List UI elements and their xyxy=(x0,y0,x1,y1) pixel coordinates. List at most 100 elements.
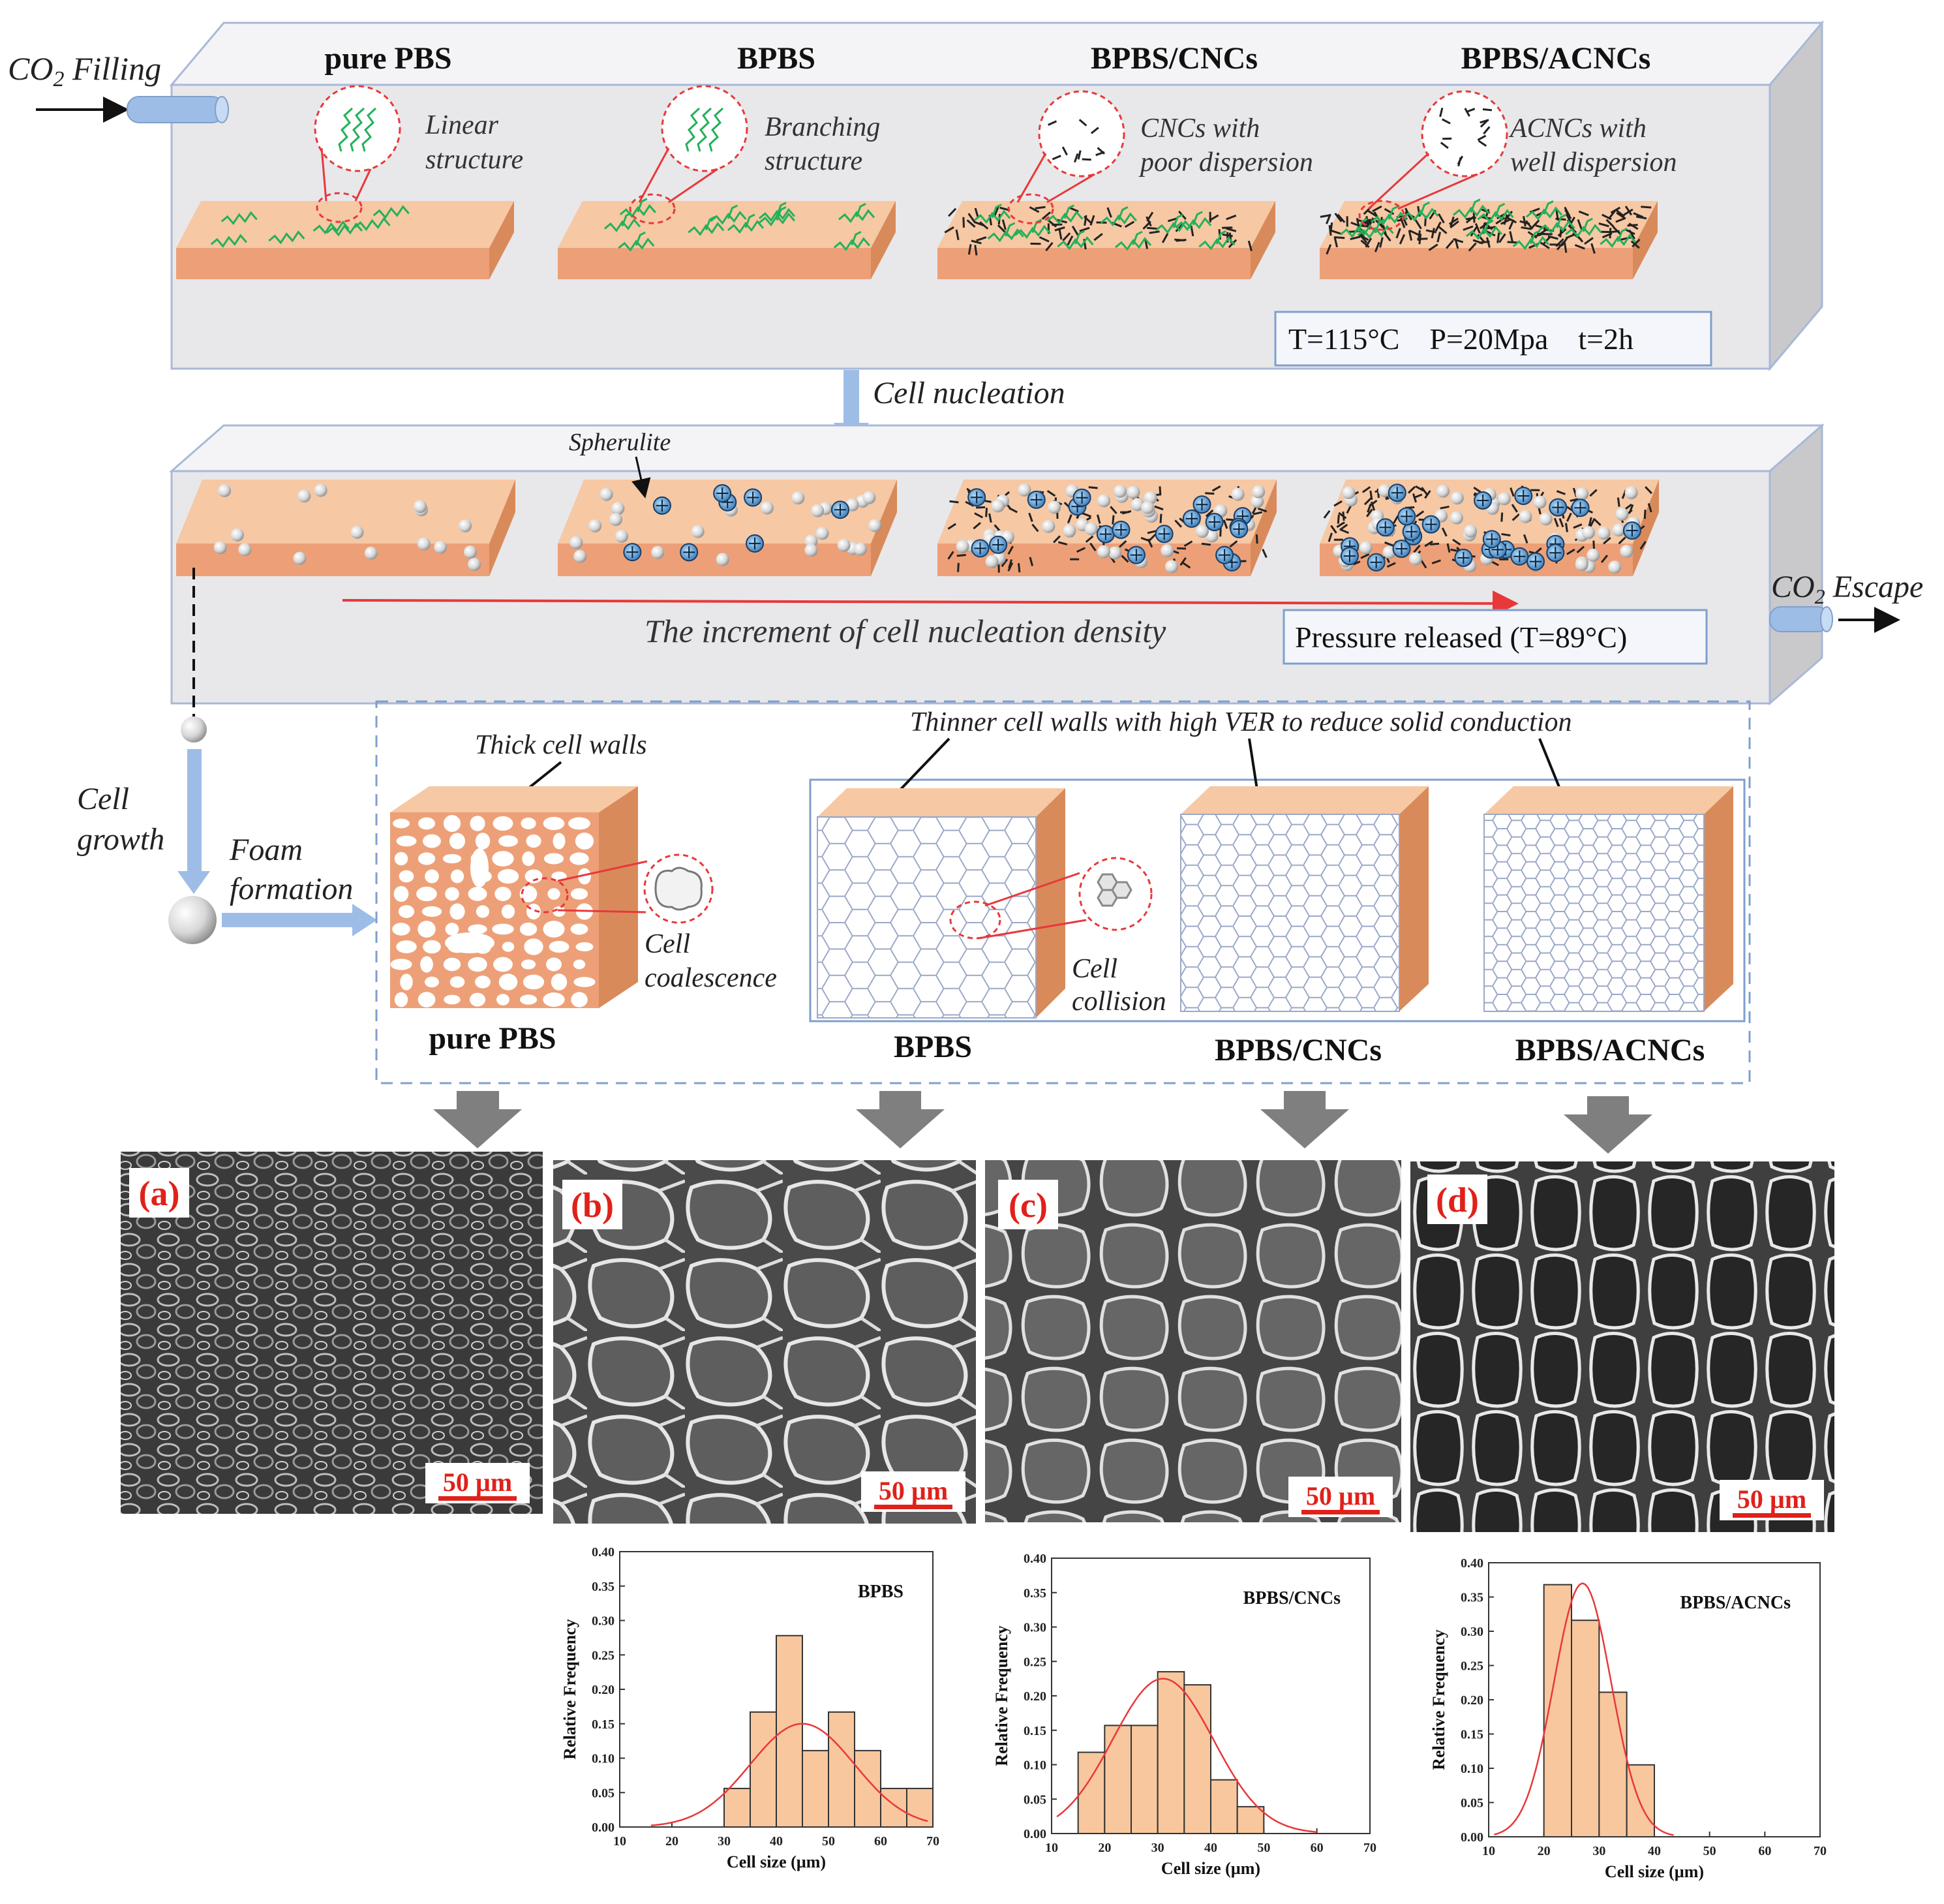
y-tick-label: 0.35 xyxy=(592,1580,615,1594)
foam-pore xyxy=(496,994,509,1006)
y-axis-label: Relative Frequency xyxy=(992,1625,1011,1766)
foam-label-bpbs-cncs: BPBS/CNCs xyxy=(1215,1033,1382,1067)
nucleation-bubble xyxy=(1625,486,1638,499)
x-tick-label: 60 xyxy=(874,1834,887,1849)
callout-ring xyxy=(662,86,747,171)
nucleation-bubble xyxy=(1451,491,1464,504)
foam-pore xyxy=(449,903,464,919)
x-tick-label: 50 xyxy=(1257,1841,1270,1855)
histogram-bar xyxy=(907,1789,933,1827)
nanocrystal-rod xyxy=(1113,515,1114,525)
nanocrystal-rod xyxy=(1508,242,1518,243)
y-tick-label: 0.20 xyxy=(1024,1689,1046,1704)
nanocrystal-rod xyxy=(1610,228,1611,238)
foam-pore xyxy=(450,976,465,988)
foam-formation-label-2: formation xyxy=(230,872,353,906)
stage1-slab-2 xyxy=(937,201,1275,279)
y-tick-label: 0.25 xyxy=(1024,1655,1046,1669)
nucleation-bubble xyxy=(1464,525,1477,538)
foam-pore xyxy=(420,956,433,972)
nucleation-bubble xyxy=(1409,553,1422,566)
stage1-slab-3 xyxy=(1320,200,1658,279)
foam-pore xyxy=(395,852,408,866)
nucleation-bubble xyxy=(1498,492,1511,505)
slab-front xyxy=(937,248,1251,279)
sem-panel-a: (a) 50 µm xyxy=(121,1152,543,1514)
foam-pore xyxy=(476,905,489,917)
nucleation-bubble xyxy=(365,547,378,560)
foam-pore xyxy=(444,958,461,972)
histogram-bar xyxy=(1131,1725,1158,1834)
foam-pore xyxy=(568,817,590,829)
y-tick-label: 0.20 xyxy=(1461,1693,1483,1708)
nucleation-bubble xyxy=(1097,494,1110,507)
nanocrystal-rod xyxy=(976,507,985,508)
foam-pore xyxy=(573,960,585,970)
nucleation-bubble xyxy=(1575,558,1588,571)
nucleation-bubble xyxy=(231,529,244,542)
nucleation-bubble xyxy=(791,491,804,504)
callout-acncs-2: well dispersion xyxy=(1510,147,1677,177)
foam-pore xyxy=(549,941,570,953)
nucleation-bubble xyxy=(1608,560,1621,574)
nucleation-bubble xyxy=(854,543,867,556)
nucleation-bubble xyxy=(615,530,628,543)
nucleation-bubble xyxy=(297,489,311,502)
x-tick-label: 50 xyxy=(1703,1844,1716,1858)
chart-title: BPBS xyxy=(858,1582,904,1602)
grey-arrows xyxy=(433,1091,1652,1154)
nucleation-bubble xyxy=(1048,500,1061,514)
nucleation-bubble xyxy=(1127,485,1140,499)
foam-pore xyxy=(547,888,560,900)
nucleation-bubble xyxy=(314,484,327,497)
nucleation-bubble xyxy=(1436,485,1450,498)
nucleation-bubble xyxy=(992,499,1005,512)
foam-pore xyxy=(470,816,485,831)
x-tick-label: 60 xyxy=(1311,1841,1324,1855)
callout-branching: Branching xyxy=(765,112,880,142)
foam-pore xyxy=(470,992,485,1006)
y-tick-label: 0.05 xyxy=(592,1786,615,1800)
nucleation-bubble xyxy=(573,550,586,563)
foam-pore xyxy=(492,924,513,935)
x-tick-label: 30 xyxy=(718,1834,731,1849)
foam-pore xyxy=(571,888,588,900)
x-tick-label: 10 xyxy=(1045,1841,1058,1855)
foam-pore xyxy=(392,923,410,936)
nucleation-bubble xyxy=(1042,520,1055,533)
foam-pore xyxy=(468,957,487,972)
x-axis-label: Cell size (µm) xyxy=(1161,1859,1260,1878)
y-tick-label: 0.00 xyxy=(592,1820,615,1835)
y-tick-label: 0.00 xyxy=(1461,1830,1483,1845)
nucleation-bubble xyxy=(1519,510,1532,523)
foam-pore xyxy=(416,887,437,901)
svg-text:(b): (b) xyxy=(571,1186,614,1225)
foam-pore xyxy=(476,833,490,849)
nucleation-bubble xyxy=(1587,549,1600,562)
foam-pore xyxy=(543,921,564,938)
stage2-slab-3 xyxy=(1320,480,1659,576)
svg-text:50 µm: 50 µm xyxy=(443,1467,512,1497)
histogram-bar xyxy=(1572,1620,1599,1837)
histogram-bar xyxy=(881,1789,907,1827)
nanocrystal-rod xyxy=(1628,225,1638,226)
histogram-bar xyxy=(828,1712,855,1827)
nucleation-bubble xyxy=(1085,522,1098,535)
foam-pore xyxy=(399,870,414,883)
histogram-bar xyxy=(1184,1685,1211,1834)
svg-text:(c): (c) xyxy=(1009,1186,1048,1225)
nucleation-bubble xyxy=(238,543,251,556)
callout-cncs: CNCs with xyxy=(1140,114,1260,144)
nanocrystal-rod xyxy=(1480,241,1490,243)
foam-pore xyxy=(446,923,459,935)
x-tick-label: 10 xyxy=(613,1834,626,1849)
nanocrystal-rod xyxy=(958,563,959,572)
increment-label: The increment of cell nucleation density xyxy=(645,613,1166,649)
foam-pore xyxy=(418,992,436,1007)
foam-pore xyxy=(502,942,514,951)
histogram-bar xyxy=(750,1712,776,1827)
nucleation-bubble xyxy=(459,519,472,532)
histogram-bar xyxy=(724,1789,750,1827)
